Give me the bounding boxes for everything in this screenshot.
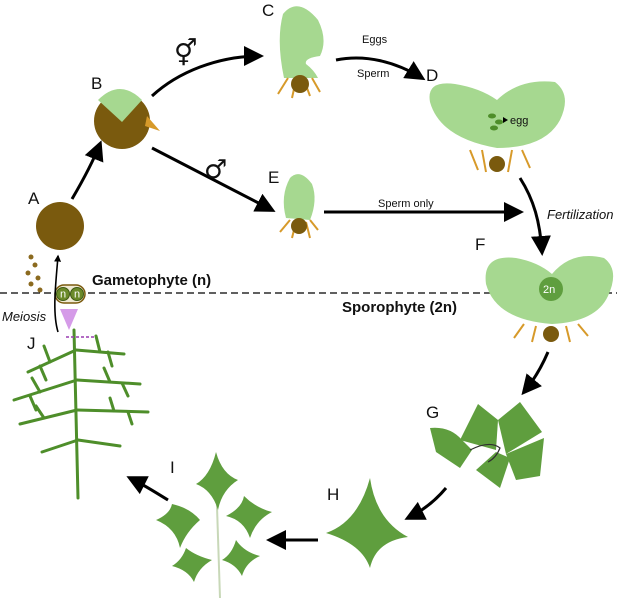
sorus-marker — [60, 309, 78, 330]
label-egg: egg — [510, 115, 528, 127]
germinating-spore-b — [94, 89, 160, 149]
stage-label-d: D — [426, 66, 438, 85]
arrow-d-f — [518, 177, 551, 256]
stage-label-a: A — [28, 189, 40, 208]
spore-dots — [25, 254, 43, 293]
developing-sporophyte-i — [156, 452, 272, 599]
arrow-meiosis — [54, 254, 62, 333]
label-haploid-right: n — [74, 289, 80, 301]
arrow-g-h — [404, 487, 448, 520]
young-sporophyte-g — [430, 402, 544, 488]
label-meiosis: Meiosis — [2, 309, 47, 324]
zygote-2n — [539, 277, 563, 301]
arrow-a-b — [70, 140, 104, 200]
stage-label-f: F — [475, 235, 485, 254]
label-eggs: Eggs — [362, 34, 388, 46]
arrow-i-j — [126, 476, 169, 502]
arrow-b-e — [151, 146, 276, 212]
hermaphrodite-gametophyte-c — [277, 6, 324, 99]
hermaphrodite-gametophyte-d — [429, 81, 565, 173]
arrow-f-g — [521, 351, 550, 396]
arrow-b-c — [150, 46, 264, 98]
stage-label-h: H — [327, 485, 339, 504]
label-haploid-left: n — [60, 289, 66, 301]
stage-label-j: J — [27, 334, 36, 353]
label-gametophyte: Gametophyte (n) — [92, 272, 211, 289]
label-2n: 2n — [543, 284, 555, 296]
stage-label-e: E — [268, 168, 279, 187]
stage-label-b: B — [91, 74, 102, 93]
mature-fern-j — [12, 328, 150, 500]
stage-label-c: C — [262, 1, 274, 20]
fertilized-gametophyte-f — [485, 256, 614, 343]
male-gametophyte-e — [279, 174, 319, 239]
young-frond-h — [326, 478, 408, 568]
hermaphrodite-symbol: ⚥ — [174, 38, 197, 69]
label-sperm: Sperm — [357, 68, 389, 80]
stage-label-i: I — [170, 458, 175, 477]
label-sperm-only: Sperm only — [378, 198, 434, 210]
arrow-c-d — [335, 56, 426, 81]
label-fertilization: Fertilization — [547, 207, 613, 222]
label-sporophyte: Sporophyte (2n) — [342, 299, 457, 316]
haploid-cells — [54, 284, 86, 304]
stage-label-g: G — [426, 403, 439, 422]
male-symbol: ♂ — [204, 155, 227, 185]
spore-a — [36, 202, 84, 250]
